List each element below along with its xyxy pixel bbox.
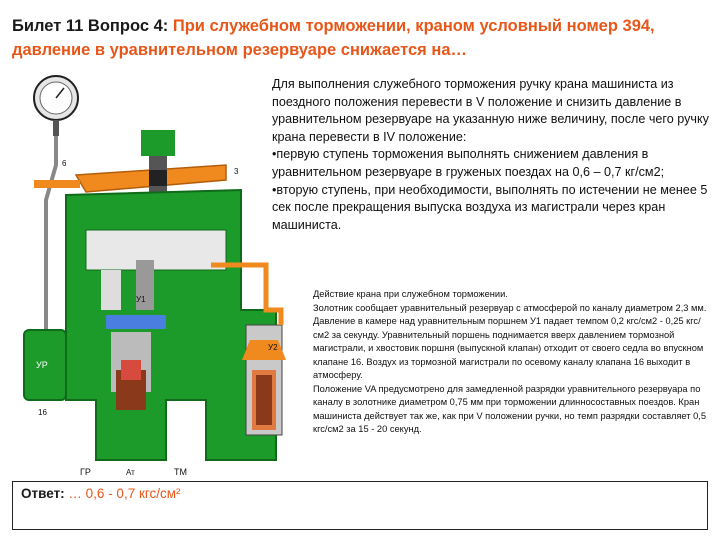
main-paragraph-3: •вторую ступень, при необходимости, выпо… — [272, 182, 708, 232]
label-tm: ТМ — [174, 467, 187, 477]
caption-heading: Действие крана при служебном торможении. — [313, 289, 508, 299]
main-text-block: Для выполнения служебного торможения руч… — [272, 76, 712, 235]
caption-body-2: Положение VA предусмотрено для замедленн… — [313, 383, 707, 435]
label-u2: У2 — [268, 343, 278, 352]
slide-title: Билет 11 Вопрос 4: При служебном торможе… — [12, 14, 712, 62]
label-gr: ГР — [80, 467, 91, 477]
label-u1: У1 — [136, 295, 146, 304]
answer-value: … 0,6 - 0,7 кгс/см² — [64, 486, 181, 501]
title-question: При служебном торможении, краном условны… — [12, 17, 655, 59]
title-prefix: Билет 11 Вопрос 4: — [12, 17, 173, 35]
caption-body-1: Золотник сообщает уравнительный резервуа… — [313, 302, 707, 381]
label-ur: УР — [36, 360, 48, 370]
answer-box: Ответ: … 0,6 - 0,7 кгс/см² — [12, 481, 708, 530]
brake-valve-diagram: УР 16 6 3 У1 У2 ГР Ат ТМ — [23, 75, 286, 477]
main-paragraph-2: •первую ступень торможения выполнять сни… — [272, 147, 665, 179]
label-at: Ат — [126, 468, 135, 477]
answer-label: Ответ: — [21, 486, 65, 501]
label-6: 6 — [62, 159, 67, 168]
label-3: 3 — [234, 167, 239, 176]
diagram-caption: Действие крана при служебном торможении.… — [313, 288, 708, 437]
label-16: 16 — [38, 408, 47, 417]
main-paragraph-1: Для выполнения служебного торможения руч… — [272, 77, 709, 144]
